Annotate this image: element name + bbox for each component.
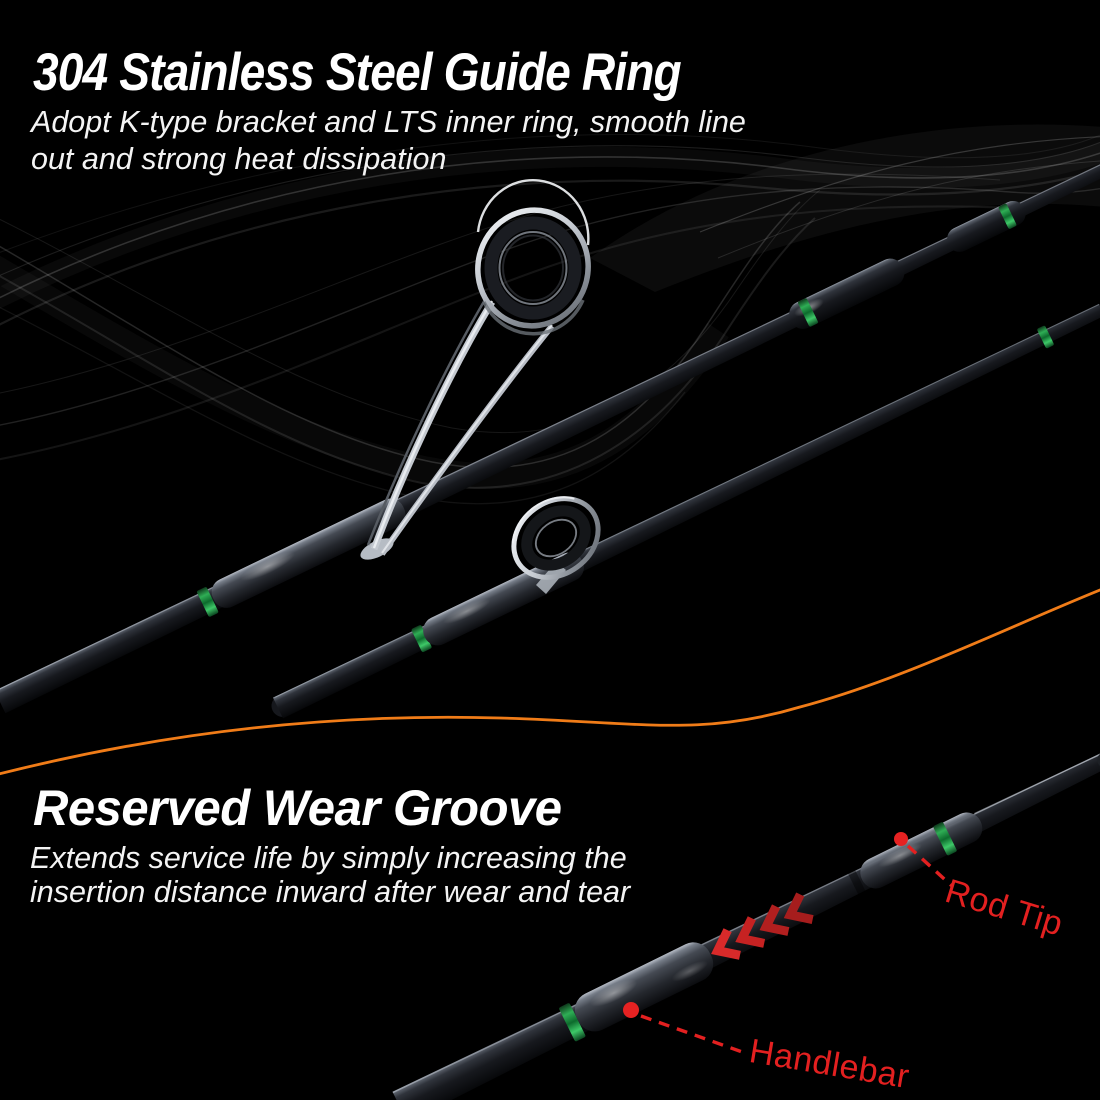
bottom-subheading: Extends service life by simply increasin…	[30, 841, 630, 909]
thread-wrap	[798, 298, 818, 327]
guide-ring-large	[360, 179, 591, 560]
rod-upper-left	[0, 161, 1100, 714]
guide-ring-small	[511, 496, 601, 594]
rod1-joint-1	[789, 258, 905, 329]
thread-wrap	[998, 203, 1017, 229]
ring-inner-ceramic	[521, 505, 591, 571]
rod-tip-sleeve	[860, 812, 983, 889]
top-heading: 304 Stainless Steel Guide Ring	[33, 43, 682, 102]
callout-leaders	[623, 832, 954, 1056]
chevron-arrows-icon	[711, 892, 814, 960]
smoke-effect	[0, 124, 1100, 505]
top-subheading: Adopt K-type bracket and LTS inner ring,…	[31, 104, 746, 178]
handlebar-dot	[623, 1002, 639, 1018]
handlebar-sleeve	[574, 942, 714, 1032]
bottom-subheading-line1: Extends service life by simply increasin…	[30, 841, 627, 875]
thread-wrap	[1037, 325, 1054, 349]
rod-bottom-right	[392, 750, 1100, 1100]
top-subheading-line1: Adopt K-type bracket and LTS inner ring,…	[31, 105, 746, 139]
rod1-sleeve	[211, 498, 406, 608]
rod-tip-leader-line	[906, 844, 954, 888]
rod-tip-dot	[894, 832, 908, 846]
ring-frame	[511, 496, 601, 580]
thread-wrap	[559, 1003, 586, 1042]
handlebar-leader-line	[640, 1014, 749, 1056]
thread-wrap	[933, 822, 957, 856]
ring-frame	[475, 207, 591, 329]
thread-wrap	[411, 625, 432, 653]
bottom-heading: Reserved Wear Groove	[33, 780, 562, 836]
ring-inner-ceramic	[484, 216, 582, 320]
thread-wrap	[197, 587, 219, 617]
bottom-subheading-line2: insertion distance inward after wear and…	[30, 875, 631, 909]
top-subheading-line2: out and strong heat dissipation	[31, 142, 447, 176]
accent-curve	[0, 588, 1100, 776]
